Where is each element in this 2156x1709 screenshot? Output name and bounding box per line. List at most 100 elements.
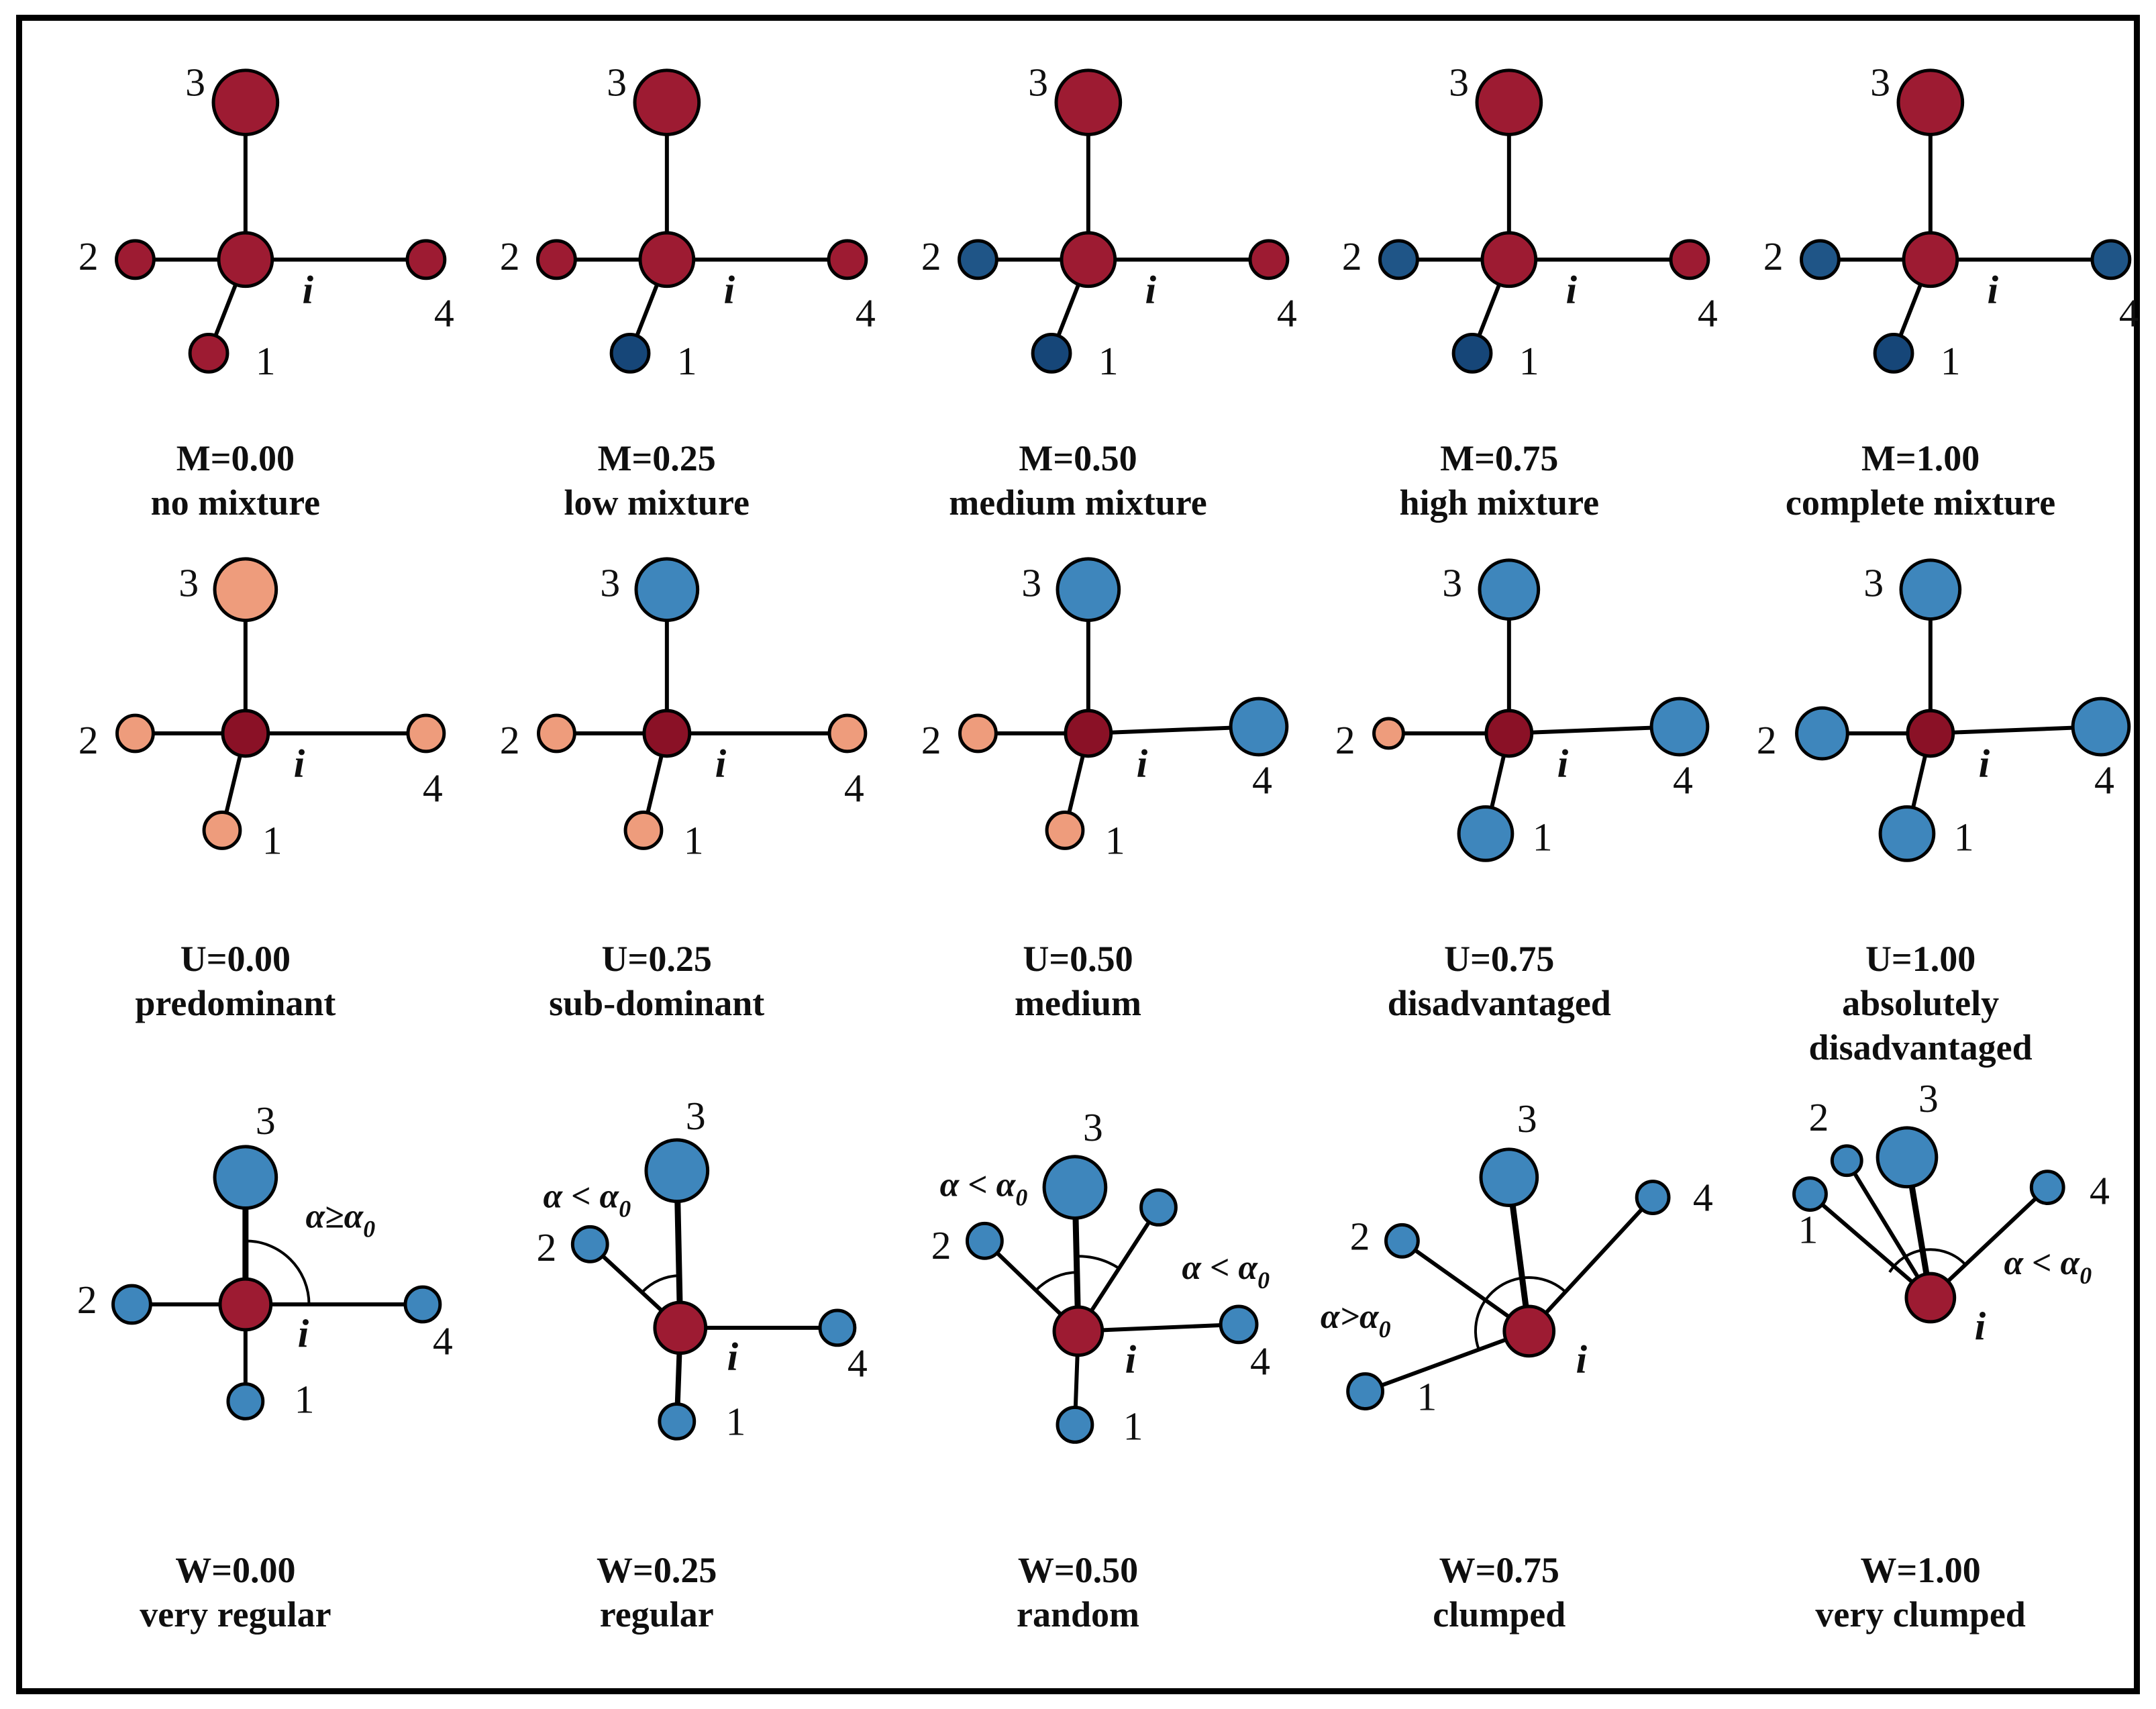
node-label-2: 2 — [1342, 234, 1362, 278]
node-label-3: 3 — [1082, 1105, 1102, 1149]
tree-node-1 — [188, 332, 229, 374]
node-label-i: i — [723, 268, 735, 312]
node-label-1: 1 — [1533, 815, 1553, 859]
tree-node-1 — [658, 1402, 696, 1441]
tree-node-4 — [1219, 1304, 1259, 1345]
tree-node-2 — [958, 713, 998, 754]
panel-caption-line: low mixture — [564, 482, 750, 523]
tree-node-reference-i — [1904, 1272, 1957, 1324]
tree-node-1 — [202, 810, 242, 850]
node-label-1: 1 — [677, 339, 697, 383]
tree-node-3 — [1478, 558, 1541, 621]
tree-node-3 — [213, 557, 278, 622]
panel-caption-line: clumped — [1433, 1594, 1566, 1635]
node-label-i: i — [294, 741, 305, 785]
tree-node-4 — [403, 1285, 442, 1324]
node-label-i: i — [1145, 268, 1156, 312]
tree-node-3 — [634, 557, 699, 622]
node-label-2: 2 — [500, 234, 520, 278]
node-label-4: 4 — [1693, 1176, 1713, 1220]
panel-caption-line: high mixture — [1399, 482, 1600, 523]
tree-node-reference-i — [1902, 231, 1959, 289]
tree-node-2 — [1384, 1223, 1421, 1259]
tree-node-1 — [609, 332, 651, 374]
tree-node-4 — [1248, 239, 1289, 280]
tree-node-3 — [644, 1138, 709, 1204]
tree-node-reference-i — [642, 709, 692, 758]
tree-node-4 — [1650, 696, 1710, 757]
node-label-4: 4 — [2090, 1169, 2110, 1213]
tree-node-2 — [570, 1225, 609, 1264]
panel-caption-line: complete mixture — [1785, 482, 2056, 523]
node-label-1: 1 — [684, 818, 704, 862]
node-label-3: 3 — [1449, 60, 1470, 105]
node-label-2: 2 — [931, 1224, 951, 1268]
node-label-i: i — [715, 741, 726, 785]
panel-caption-line: M=0.25 — [597, 438, 716, 478]
tree-node-2 — [111, 1284, 152, 1325]
node-label-3: 3 — [1517, 1096, 1537, 1141]
panel-caption-line: W=0.25 — [597, 1550, 717, 1591]
tree-node-2 — [1795, 706, 1849, 761]
tree-node-2 — [536, 713, 576, 754]
tree-node-1 — [1457, 805, 1515, 862]
node-label-4: 4 — [1250, 1339, 1270, 1384]
panel-caption-line: very regular — [140, 1594, 331, 1635]
node-label-1: 1 — [1098, 339, 1118, 383]
node-label-3: 3 — [1870, 60, 1890, 105]
node-label-1: 1 — [1123, 1404, 1143, 1449]
panel-caption-line: medium mixture — [949, 482, 1207, 523]
node-label-i: i — [1566, 268, 1578, 312]
tree-node-3 — [1896, 68, 1965, 136]
node-label-2: 2 — [79, 718, 99, 762]
tree-node-reference-i — [1060, 231, 1117, 289]
node-label-3: 3 — [686, 1094, 706, 1138]
node-label-4: 4 — [433, 1319, 453, 1363]
node-label-1: 1 — [295, 1378, 315, 1422]
tree-node-4 — [406, 713, 446, 754]
node-label-i: i — [303, 268, 314, 312]
node-label-3: 3 — [607, 60, 627, 105]
node-label-i: i — [1979, 741, 1990, 785]
tree-node-2 — [965, 1222, 1004, 1261]
node-label-3: 3 — [185, 60, 205, 105]
panel-caption-line: U=1.00 — [1865, 938, 1976, 979]
node-label-1: 1 — [1798, 1208, 1818, 1252]
tree-node-1 — [1031, 332, 1072, 374]
tree-node-reference-i — [653, 1300, 707, 1355]
angle-annotation: α≥α0 — [306, 1198, 376, 1243]
tree-node-2 — [1378, 239, 1420, 280]
node-label-i: i — [727, 1335, 738, 1379]
node-label-i: i — [1557, 741, 1569, 785]
panel-caption-line: W=0.75 — [1439, 1550, 1559, 1591]
node-label-1: 1 — [1941, 339, 1961, 383]
panel-caption-line: random — [1016, 1594, 1139, 1635]
tree-node-reference-i — [638, 231, 695, 289]
tree-node-2 — [1372, 717, 1406, 750]
tree-node-reference-i — [1480, 231, 1538, 289]
panel-caption-line: medium — [1014, 982, 1141, 1023]
tree-node-reference-i — [1906, 709, 1955, 758]
